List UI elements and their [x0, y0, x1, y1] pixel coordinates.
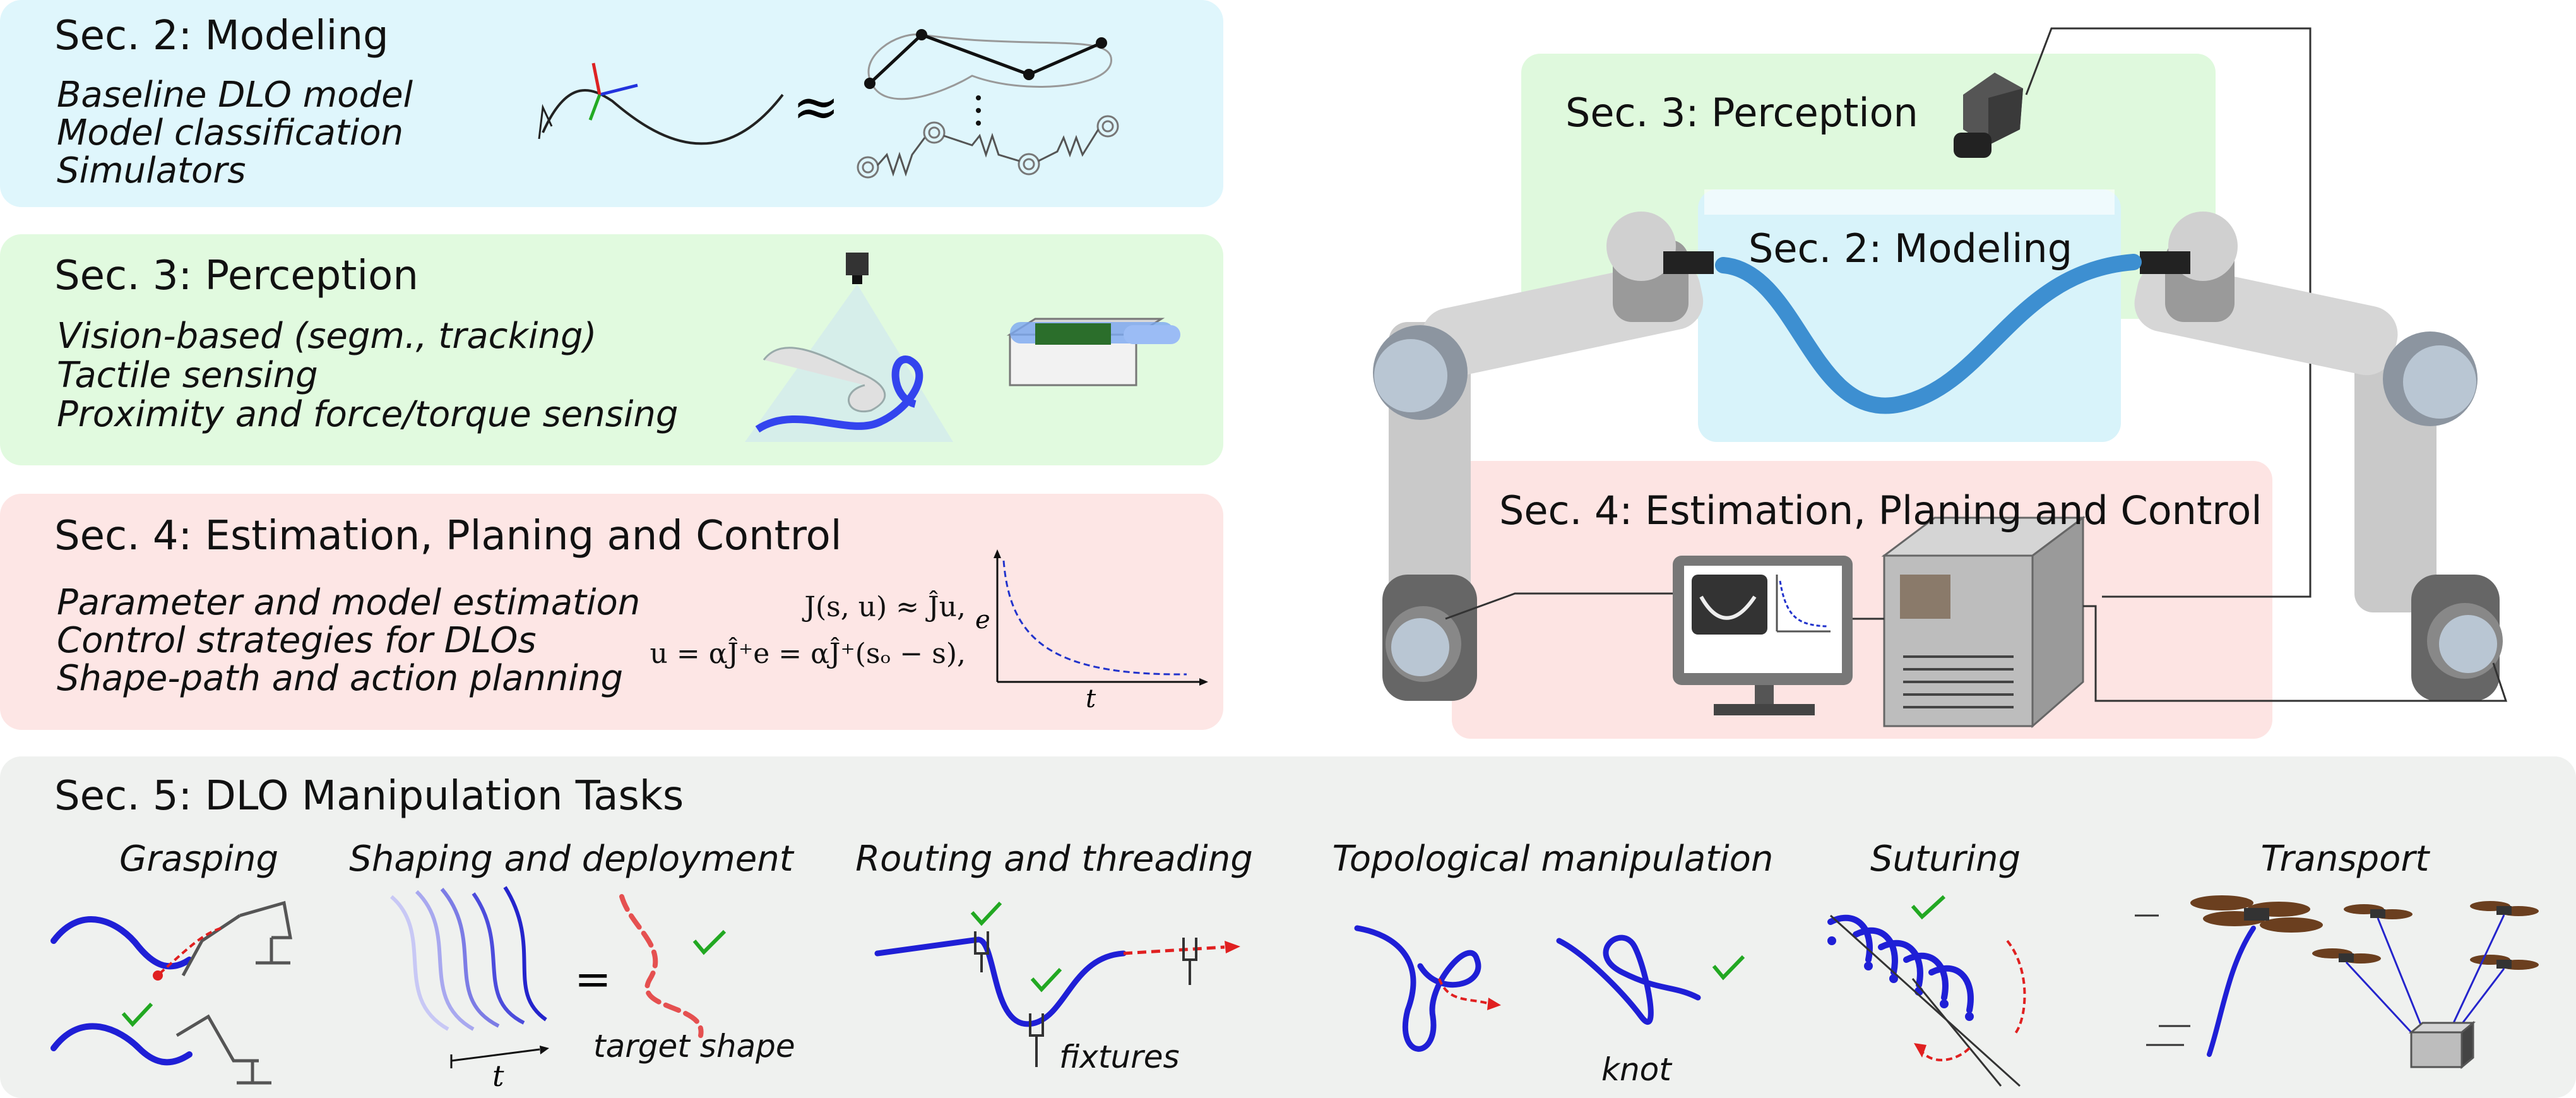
drone-icon [2470, 901, 2539, 916]
task-label-routing: Routing and threading [855, 838, 1253, 880]
suturing-illustration [1827, 895, 2026, 1087]
estimation-item: Shape-path and action planning [57, 658, 624, 699]
estimation-item: Control strategies for DLOs [57, 620, 537, 661]
error-curve [1002, 560, 1187, 676]
cost-equation: J(s, u) ≈ Ĵu, [804, 591, 966, 623]
perception-title: Sec. 3: Perception [54, 253, 418, 299]
topological-illustration [1354, 925, 1745, 1052]
computer-tower-icon [1881, 516, 2086, 729]
approx-symbol: ≈ [792, 74, 840, 140]
scene-modeling-label: Sec. 2: Modeling [1748, 225, 2072, 272]
drone-icon [2312, 948, 2381, 964]
right-robot-arm [2134, 212, 2503, 701]
plot-xlabel: t [1086, 684, 1096, 713]
routing-illustration [874, 901, 1240, 1067]
perception-item: Tactile sensing [57, 355, 318, 396]
estimation-panel [0, 494, 1223, 730]
shaping-t-label: t [492, 1059, 504, 1093]
monitor-icon [1673, 556, 1853, 715]
task-label-topological: Topological manipulation [1332, 838, 1774, 880]
modeling-illustration: ≈ [538, 29, 1119, 179]
routing-fixtures-label: fixtures [1059, 1039, 1180, 1075]
check-icon [1030, 967, 1062, 993]
check-icon [970, 901, 1002, 926]
tasks-title: Sec. 5: DLO Manipulation Tasks [54, 773, 684, 820]
task-label-grasping: Grasping [119, 838, 279, 880]
modeling-item: Baseline DLO model [57, 75, 413, 116]
task-label-suturing: Suturing [1870, 838, 2021, 880]
modeling-title: Sec. 2: Modeling [54, 13, 389, 59]
cable-dlo [1715, 254, 2142, 414]
perception-item: Vision-based (segm., tracking) [57, 316, 597, 357]
perception-illustration [745, 253, 1180, 442]
check-icon [1712, 955, 1745, 981]
drone-icon [2344, 904, 2413, 919]
task-label-shaping: Shaping and deployment [349, 838, 793, 880]
plot-ylabel: e [975, 606, 990, 635]
control-law-equation: u = αĴ⁺e = αĴ⁺(sₒ − s), [650, 638, 966, 670]
task-label-transport: Transport [2260, 838, 2430, 880]
scene-perception-label: Sec. 3: Perception [1565, 90, 1918, 136]
modeling-panel [0, 0, 1223, 207]
payload-box-icon [2408, 1020, 2476, 1070]
drone-icon [2470, 955, 2539, 970]
estimation-item: Parameter and model estimation [57, 582, 641, 623]
left-robot-arm [1373, 212, 1714, 701]
shaping-illustration: t = [390, 886, 727, 1093]
robot-scene: Sec. 3: Perception Sec. 2: Modeling Sec.… [1373, 27, 2508, 739]
estimation-title: Sec. 4: Estimation, Planing and Control [54, 513, 842, 559]
drone-icon [2190, 895, 2323, 933]
check-icon [121, 1002, 153, 1027]
shaping-equals: = [574, 953, 612, 1005]
error-decay-plot: e t [975, 549, 1208, 713]
topological-knot-label: knot [1601, 1051, 1671, 1088]
modeling-item: Simulators [57, 150, 246, 191]
overhead-camera-icon [1954, 73, 2023, 158]
scene-modeling-box [1698, 189, 2121, 442]
check-icon [1911, 895, 1946, 920]
shaping-target-label: target shape [593, 1028, 795, 1065]
transport-illustration [2135, 895, 2539, 1070]
check-icon [692, 929, 727, 955]
scene-estimation-label: Sec. 4: Estimation, Planing and Control [1499, 487, 2262, 534]
tasks-panel [0, 756, 2576, 1098]
grasping-illustration [50, 900, 292, 1085]
perception-item: Proximity and force/torque sensing [57, 394, 679, 435]
hand-icon [763, 347, 886, 413]
camera-icon [846, 253, 869, 275]
modeling-item: Model classification [57, 112, 404, 153]
